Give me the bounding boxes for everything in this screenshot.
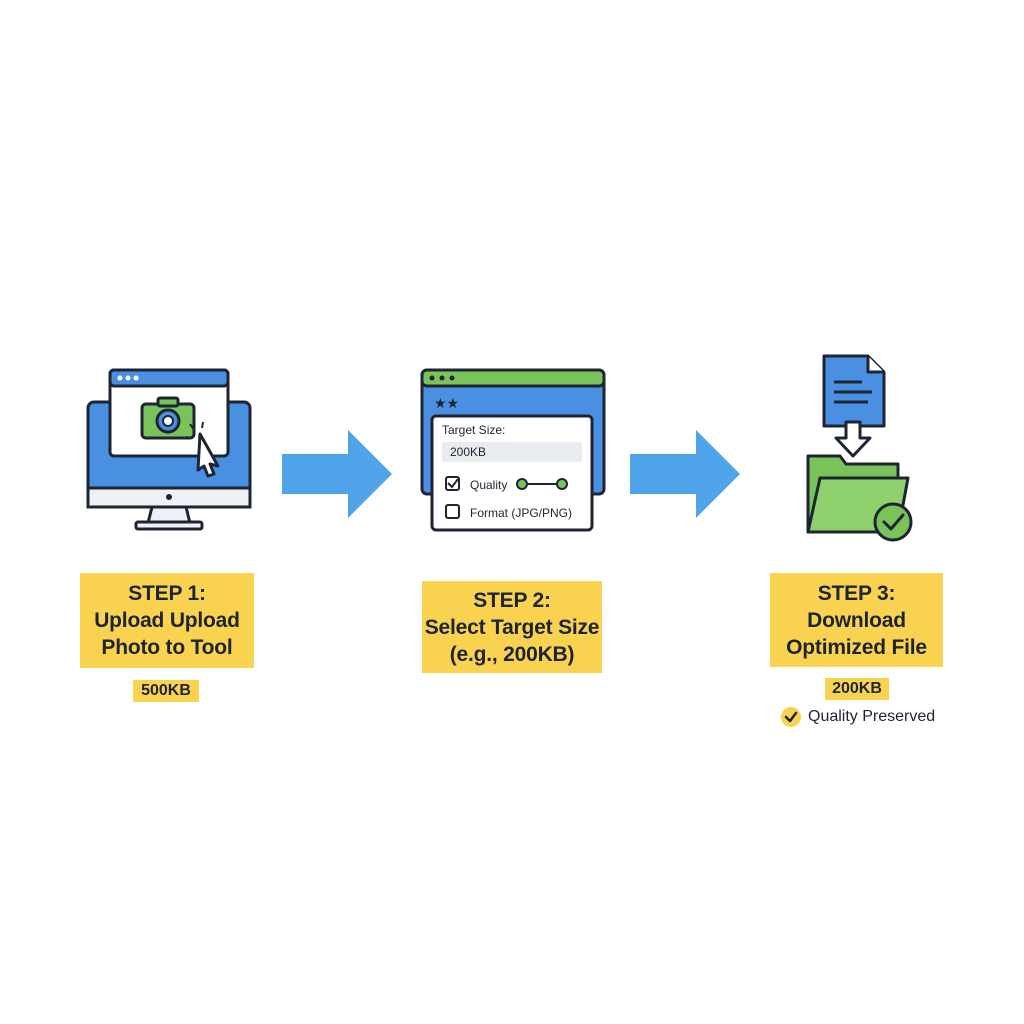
step1-title: STEP 1: [128, 582, 206, 605]
quality-preserved-text: Quality Preserved [808, 708, 936, 725]
cursor-icon [185, 421, 220, 478]
step1-label: STEP 1: Upload Upload Photo to Tool [80, 573, 254, 668]
format-checkbox[interactable] [445, 504, 460, 519]
step3-title: STEP 3: [817, 581, 896, 605]
download-arrow-icon [834, 420, 872, 458]
step3-line1: Download [807, 608, 906, 632]
step3-illustration [806, 354, 913, 542]
target-size-input[interactable] [442, 442, 582, 462]
step3-label: STEP 3: Download Optimized File [770, 573, 943, 667]
step2-label: STEP 2: Select Target Size (e.g., 200KB) [422, 581, 602, 673]
quality-label: Quality [470, 478, 507, 492]
check-badge-icon [781, 707, 801, 727]
step1-illustration [86, 368, 252, 531]
quality-checkbox[interactable] [445, 476, 460, 491]
camera-icon [140, 396, 196, 440]
step2-illustration: ★★ Target Size: 200KB Quality Format (JP… [420, 368, 606, 532]
checkmark-circle-icon [873, 502, 913, 542]
quality-preserved: Quality Preserved [780, 705, 935, 729]
quality-slider[interactable] [516, 478, 568, 490]
target-size-value: 200KB [450, 445, 486, 459]
settings-panel: Target Size: 200KB Quality Format (JPG/P… [430, 414, 594, 532]
arrow-right-icon [630, 430, 740, 518]
step3-line2: Optimized File [786, 635, 927, 659]
step2-line1: Select Target Size [424, 615, 600, 639]
arrow-right-icon [282, 430, 392, 518]
step1-line1: Upload Upload [94, 609, 240, 632]
stars-icon: ★★ [434, 395, 459, 411]
step3-size-badge: 200KB [825, 678, 889, 700]
document-icon [822, 354, 886, 428]
step2-title: STEP 2: [473, 588, 551, 612]
target-size-label: Target Size: [442, 423, 505, 437]
step1-size-badge: 500KB [133, 680, 199, 702]
step1-line2: Photo to Tool [101, 636, 233, 659]
format-label: Format (JPG/PNG) [470, 506, 572, 520]
step2-line2: (e.g., 200KB) [449, 642, 575, 666]
